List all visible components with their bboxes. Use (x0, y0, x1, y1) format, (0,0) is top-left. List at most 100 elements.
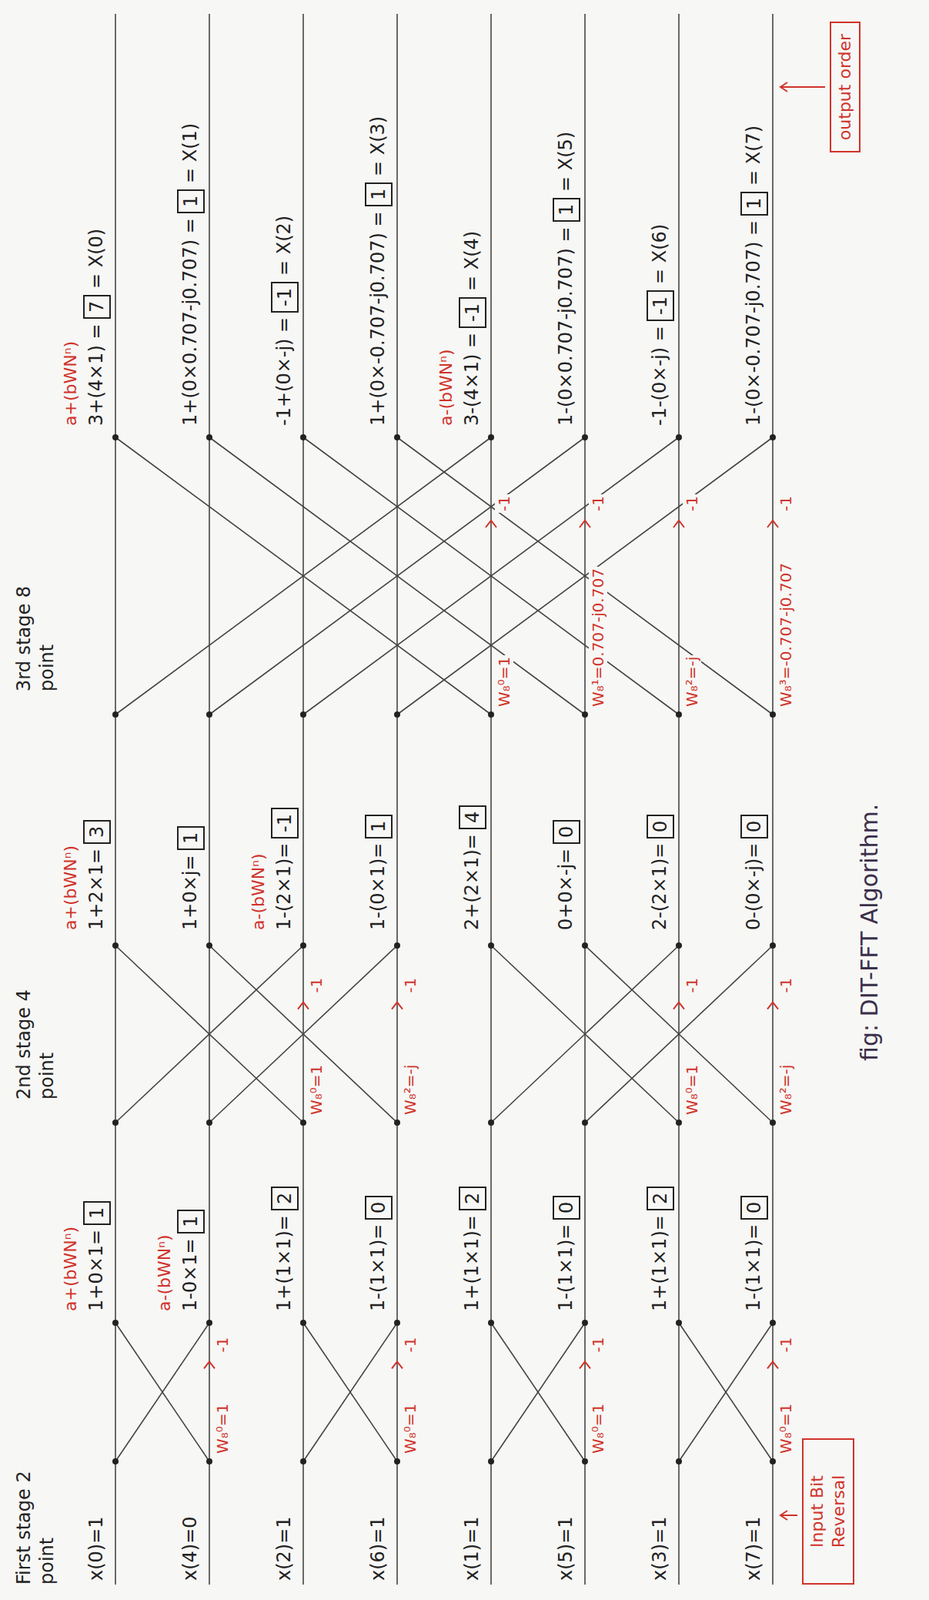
output-name: = X(0) (84, 228, 108, 289)
butterfly-expression: 0+0×-j= (554, 848, 578, 930)
minus-one-label: -1 (588, 1334, 608, 1354)
box-text: Input Bit Reversal (807, 1474, 849, 1548)
result-box: 0 (740, 1195, 769, 1220)
box-text: -1 (274, 287, 296, 307)
butterfly-expression: 1+(1×1)= (460, 1214, 484, 1311)
pointer-arrowhead (780, 1510, 788, 1520)
node-dot (206, 434, 213, 441)
butterfly-line (115, 437, 492, 715)
butterfly-expression: 1-(0×1)= (366, 842, 390, 930)
box-text: -1 (461, 303, 484, 322)
butterfly-expression: 1-(1×1)= (741, 1223, 766, 1311)
butterfly-expression: 1+0×j= (178, 854, 202, 930)
negation-arrow (485, 520, 497, 528)
box-text: 1 (367, 188, 390, 201)
butterfly-expression: 3+(4×1) = (84, 324, 108, 427)
butterfly-line (491, 945, 679, 1123)
butterfly-line (209, 437, 585, 715)
node-dot (581, 1119, 589, 1126)
minus-one-label: -1 (307, 975, 326, 995)
node-dot (112, 434, 119, 441)
output-name: = X(5) (554, 131, 578, 192)
minus-one-label: -1 (213, 1334, 232, 1354)
box-text: 2 (461, 1192, 484, 1204)
result-box: 0 (552, 1195, 581, 1220)
minus-one-label: -1 (682, 494, 702, 513)
result-box: 3 (83, 819, 111, 844)
box-text: 0 (555, 1201, 578, 1214)
butterfly-line (303, 437, 679, 715)
node-dot (394, 942, 401, 949)
input-sample: x(2)=1 (272, 1515, 296, 1581)
box-text: 0 (367, 1201, 390, 1214)
box-text: 0 (555, 825, 578, 838)
minus-one-label: -1 (588, 494, 608, 513)
butterfly-line (115, 1322, 210, 1461)
output-name: = X(4) (460, 230, 484, 291)
input-sample: x(7)=1 (741, 1515, 766, 1581)
input-sample: x(4)=0 (178, 1515, 202, 1581)
butterfly-expression: 0-(0×-j)= (741, 842, 766, 930)
box-text: 1 (180, 195, 202, 208)
node-dot (300, 1457, 307, 1464)
butterfly-expression: 3-(4×1) = (460, 332, 484, 426)
node-dot (394, 711, 401, 718)
node-dot (487, 711, 495, 718)
node-dot (300, 1319, 307, 1326)
butterfly-line (397, 437, 773, 715)
node-dot (206, 1319, 213, 1326)
node-dot (769, 711, 776, 718)
box-text: -1 (274, 813, 296, 833)
node-dot (769, 1457, 776, 1464)
butterfly-line (115, 1322, 210, 1461)
butterfly-expression: 1-(0×-0.707-j0.707) = (741, 220, 766, 426)
node-dot (206, 1457, 213, 1464)
butterfly-expression: 1+2×1= (84, 848, 108, 930)
box-text: 1 (180, 1215, 202, 1227)
node-dot (394, 434, 401, 441)
butterfly-expression: 1-(2×1)= (272, 842, 296, 930)
figure-caption: fig: DIT-FFT Algorithm. (855, 803, 884, 1061)
twiddle-factor: W₈⁰=1 (401, 1401, 420, 1455)
twiddle-factor: W₈³=-0.707-j0.707 (776, 561, 796, 709)
pointer-arrow (780, 86, 826, 88)
minus-one-label: -1 (401, 1334, 420, 1354)
node-dot (769, 1319, 776, 1326)
negation-arrow (579, 520, 591, 528)
negation-arrow (391, 1360, 403, 1368)
result-box: 1 (177, 825, 205, 850)
result-box: 0 (364, 1195, 393, 1220)
node-dot (112, 942, 119, 949)
butterfly-line (115, 945, 304, 1123)
node-dot (112, 1457, 119, 1464)
node-dot (487, 434, 495, 441)
formula-header: a+(bWNⁿ) (60, 845, 82, 930)
box-text: output order (835, 33, 855, 141)
signal-line (302, 13, 305, 1584)
butterfly-line (491, 945, 679, 1123)
negation-arrow (767, 1002, 779, 1010)
formula-header: a+(bWNⁿ) (60, 1226, 82, 1311)
result-box: 1 (177, 1209, 205, 1234)
output-name: = X(3) (366, 116, 390, 177)
box-text: 7 (86, 300, 108, 313)
butterfly-expression: 1-(1×1)= (554, 1223, 578, 1311)
node-dot (206, 711, 213, 718)
butterfly-line (678, 1322, 773, 1461)
node-dot (675, 1119, 682, 1126)
result-box: 2 (458, 1186, 487, 1210)
twiddle-factor: W₈²=-j (776, 1062, 796, 1117)
butterfly-expression: 1+(0×-0.707-j0.707) = (366, 210, 390, 426)
result-box: 4 (458, 805, 487, 829)
result-box: 2 (646, 1186, 675, 1210)
node-dot (112, 1119, 119, 1126)
butterfly-expression: 1-(1×1)= (366, 1223, 390, 1311)
pointer-arrow (780, 1513, 798, 1516)
result-box: 0 (646, 814, 675, 839)
input-sample: x(1)=1 (460, 1515, 484, 1581)
output-name: = X(7) (741, 125, 766, 186)
butterfly-line (397, 437, 773, 715)
input-sample: x(3)=1 (648, 1515, 672, 1581)
butterfly-line (303, 1322, 398, 1461)
